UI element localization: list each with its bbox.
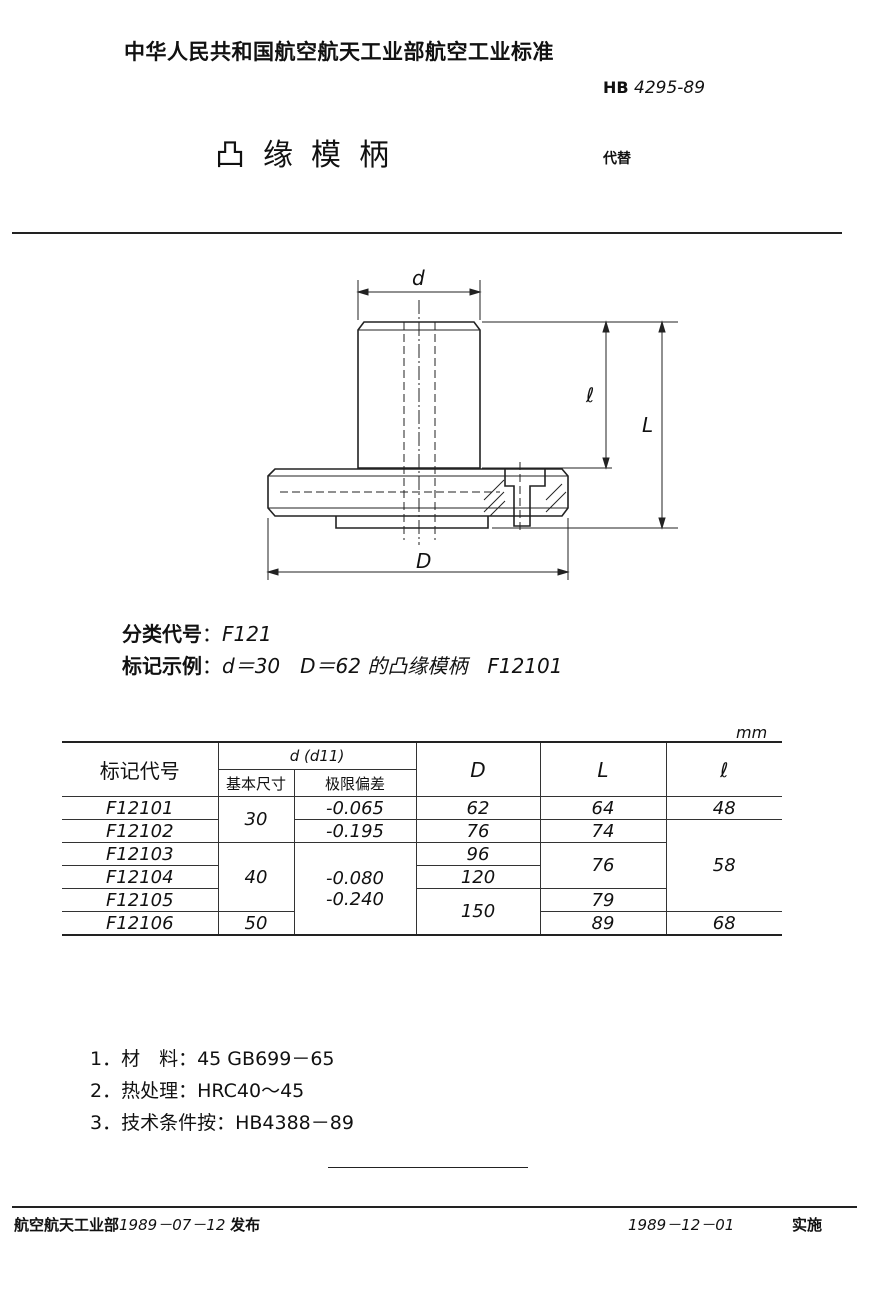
footer-issuer: 航空航天工业部 [14, 1216, 120, 1234]
header-l: ℓ [665, 741, 782, 797]
table-cell-D: 120 [415, 865, 540, 889]
header-d-deviation: 极限偏差 [293, 769, 416, 797]
standard-prefix: HB [603, 78, 629, 97]
marking-example-text: d＝30 D＝62 的凸缘模柄 F12101 [222, 654, 563, 678]
marking-example-line: 标记示例：d＝30 D＝62 的凸缘模柄 F12101 [122, 654, 563, 678]
table-cell-L: 76 [539, 842, 666, 889]
header-d-basic: 基本尺寸 [218, 769, 295, 797]
note-technical-conditions: 3．技术条件按：HB4388－89 [90, 1112, 354, 1134]
header-d-group: d (d11) [217, 741, 417, 770]
table-cell-code: F12101 [62, 796, 219, 820]
header-divider [12, 232, 842, 234]
footer-issued-label: 发布 [230, 1216, 261, 1234]
table-cell-L: 79 [539, 888, 666, 912]
table-cell-D: 62 [415, 796, 541, 820]
table-cell-D: 96 [415, 842, 541, 866]
flange-shank-drawing: d ℓ L D [266, 266, 678, 580]
table-cell-D: 150 [415, 888, 541, 936]
document-title: 凸缘模柄 [215, 138, 407, 173]
table-cell-D: 76 [415, 819, 541, 843]
table-cell-d-basic: 30 [217, 796, 295, 843]
dimension-table: 标记代号 d (d11) D L ℓ 基本尺寸 极限偏差 F12101 30 -… [62, 741, 782, 936]
deviation-upper: -0.080 [325, 867, 385, 889]
footer-effective-label: 实施 [792, 1216, 823, 1234]
table-unit: mm [736, 723, 768, 742]
classification-line: 分类代号：F121 [122, 622, 272, 646]
dim-label-d: d [412, 266, 425, 290]
table-cell-code: F12106 [62, 911, 219, 936]
header-L: L [539, 741, 667, 797]
table-cell-code: F12104 [62, 865, 219, 889]
deviation-lower: -0.240 [325, 888, 385, 910]
end-divider [328, 1167, 528, 1168]
table-cell-l: 58 [665, 819, 782, 912]
standard-number: 4295-89 [634, 78, 706, 98]
table-cell-deviation-lower: -0.195 [293, 819, 417, 843]
note-heat-treatment: 2．热处理：HRC40～45 [90, 1080, 305, 1102]
table-cell-code: F12102 [62, 819, 219, 843]
marking-example-label: 标记示例 [122, 654, 202, 678]
header-code: 标记代号 [62, 741, 219, 797]
footer-issue: 航空航天工业部1989－07－12 发布 [14, 1214, 260, 1235]
table-cell-l: 48 [665, 796, 782, 820]
header-D: D [415, 741, 541, 797]
table-cell-code: F12105 [62, 888, 219, 912]
table-cell-L: 64 [539, 796, 667, 820]
footer-divider [12, 1206, 857, 1208]
dim-label-L: L [642, 413, 653, 437]
footer-effective-date: 1989－12－01 [628, 1216, 735, 1234]
footer-effective: 实施 [792, 1214, 822, 1235]
table-cell-l: 68 [665, 911, 782, 936]
table-cell-L: 89 [539, 911, 667, 936]
standard-code: HB 4295-89 [603, 78, 705, 98]
table-cell-code: F12103 [62, 842, 219, 866]
dim-label-D: D [416, 549, 431, 573]
table-cell-deviation-upper: -0.065 [293, 796, 417, 820]
table-cell-d-basic: 50 [217, 911, 295, 936]
classification-value: F121 [222, 622, 272, 646]
table-cell-d-basic: 40 [217, 842, 295, 912]
classification-label: 分类代号 [122, 622, 202, 646]
dim-label-l: ℓ [585, 383, 594, 407]
table-cell-deviation: -0.080-0.240 [293, 842, 417, 936]
issuing-organization: 中华人民共和国航空航天工业部航空工业标准 [124, 40, 554, 64]
footer-issue-date: 1989－07－12 [119, 1216, 226, 1234]
table-cell-L: 74 [539, 819, 667, 843]
note-material: 1．材 料：45 GB699－65 [90, 1048, 335, 1070]
replaces-label: 代替 [603, 151, 631, 167]
